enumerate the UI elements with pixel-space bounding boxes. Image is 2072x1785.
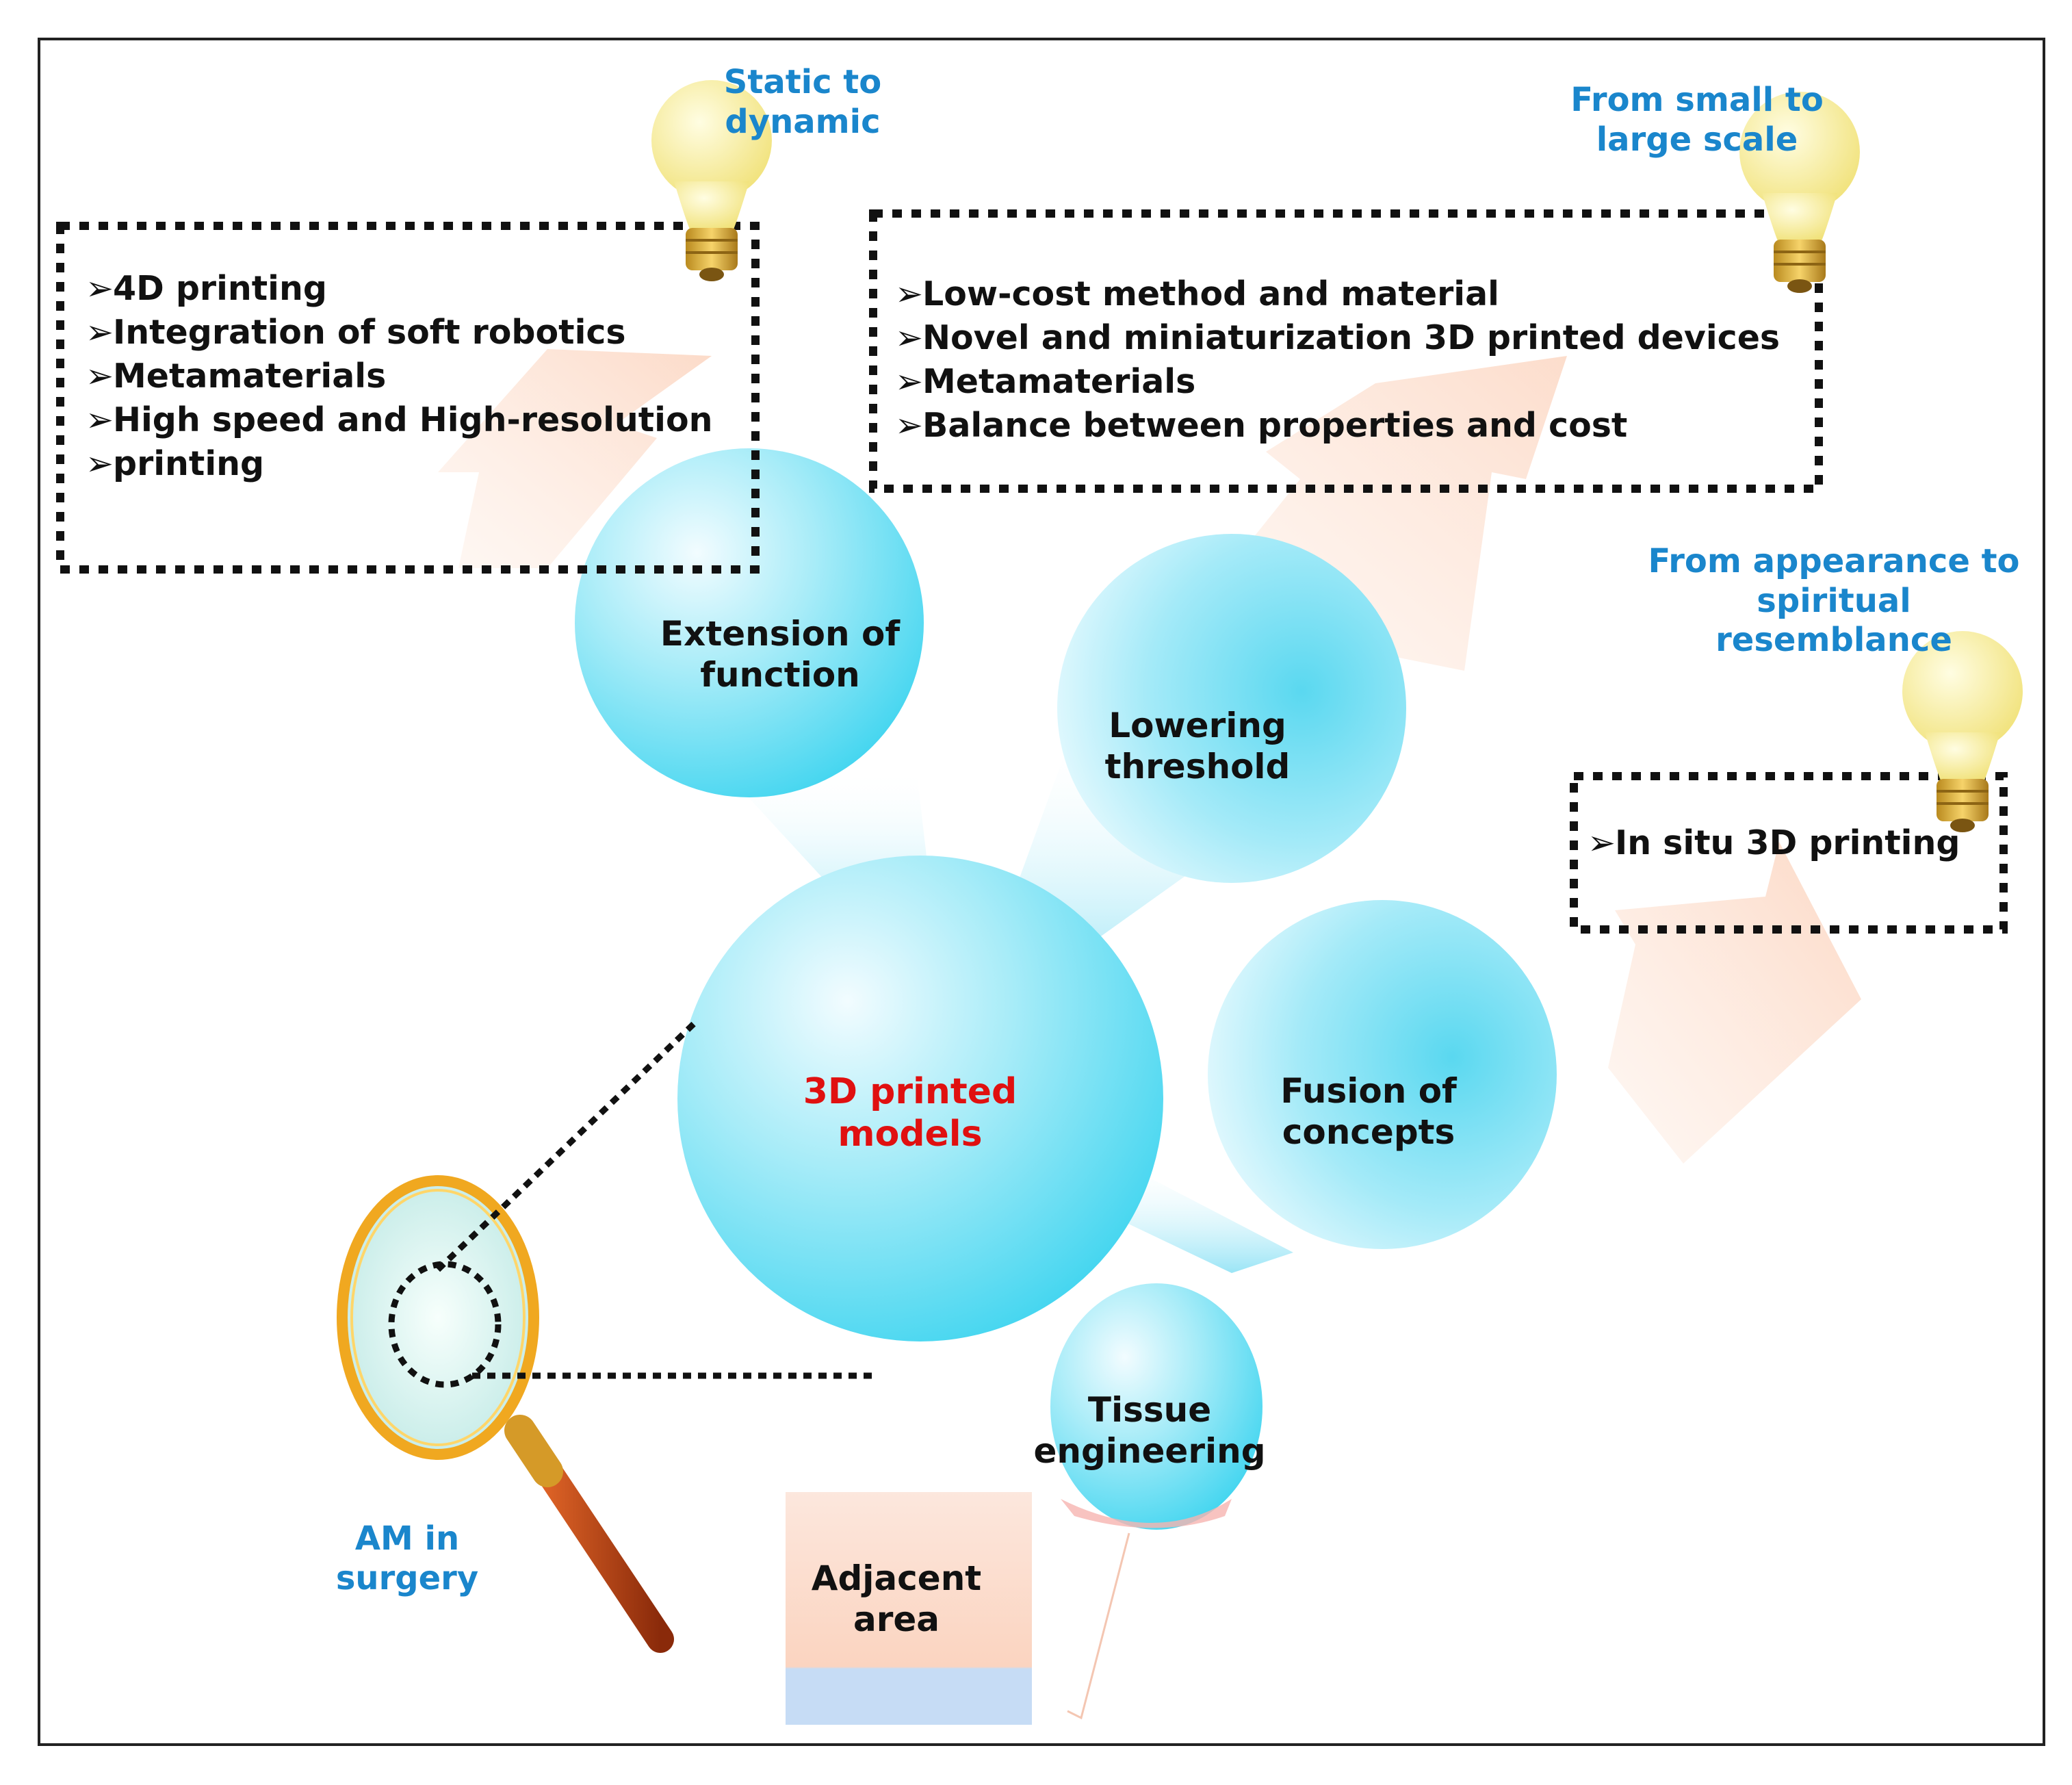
zoom-indicator	[388, 1017, 876, 1388]
top-dotted-box	[869, 209, 1823, 493]
bullet-arrow-icon: ➢	[1588, 823, 1616, 862]
list-item: ➢Low-cost method and material	[895, 272, 1780, 316]
list-item: ➢Metamaterials	[86, 355, 713, 398]
bullet-arrow-icon: ➢	[86, 444, 114, 483]
theme-appearance-to-spiritual: From appearance to spiritual resemblance	[1648, 542, 2020, 660]
bubble-label-fusion: Fusion of concepts	[1280, 1071, 1457, 1152]
list-item: ➢High speed and High-resolution	[86, 398, 713, 442]
bubble-label-extension: Extension of function	[660, 614, 901, 695]
magnifier-icon	[337, 1175, 674, 1653]
center-bubble	[677, 856, 1163, 1341]
list-item: ➢Metamaterials	[895, 360, 1780, 404]
tissue-bubble	[1050, 1283, 1262, 1530]
right-list: ➢In situ 3D printing	[1588, 821, 1960, 865]
list-item: ➢Balance between properties and cost	[895, 404, 1780, 448]
bubble-label-lowering: Lowering threshold	[1104, 706, 1291, 786]
bullet-arrow-icon: ➢	[86, 357, 114, 396]
bubble-label-center: 3D printed models	[803, 1071, 1018, 1155]
adjacent-area-block	[786, 1492, 1130, 1725]
bullet-arrow-icon: ➢	[86, 269, 114, 308]
growth-arrow-left	[438, 349, 712, 568]
lightbulb-icon	[1739, 92, 1860, 293]
lightbulb-icon	[1902, 631, 2023, 832]
lightbulb-icon	[651, 80, 772, 281]
bullet-arrow-icon: ➢	[86, 400, 114, 439]
bullet-arrow-icon: ➢	[86, 313, 114, 352]
list-item: ➢Integration of soft robotics	[86, 311, 713, 355]
bubble-label-adjacent: Adjacent area	[811, 1558, 982, 1639]
left-dotted-box	[56, 222, 760, 574]
theme-static-to-dynamic: Static to dynamic	[723, 63, 882, 141]
bullet-arrow-icon: ➢	[895, 274, 924, 313]
bullet-arrow-icon: ➢	[895, 406, 924, 445]
bullet-arrow-icon: ➢	[895, 362, 924, 401]
theme-small-to-large: From small to large scale	[1570, 81, 1824, 159]
list-item: ➢In situ 3D printing	[1588, 821, 1960, 865]
growth-arrow-right	[1608, 842, 1861, 1164]
list-item: ➢4D printing	[86, 267, 713, 311]
extension-bubble	[575, 448, 924, 797]
top-list: ➢Low-cost method and material ➢Novel and…	[895, 272, 1780, 448]
list-item: ➢printing	[86, 442, 713, 486]
figure-border	[38, 38, 2045, 1746]
fusion-bubble	[1208, 900, 1557, 1249]
left-list: ➢4D printing ➢Integration of soft roboti…	[86, 267, 713, 486]
bullet-arrow-icon: ➢	[895, 318, 924, 357]
right-dotted-box	[1570, 772, 2008, 934]
list-item: ➢Novel and miniaturization 3D printed de…	[895, 316, 1780, 360]
lowering-bubble	[1057, 534, 1406, 883]
bubble-label-tissue: Tissue engineering	[1033, 1390, 1266, 1471]
theme-am-in-surgery: AM in surgery	[335, 1519, 479, 1597]
